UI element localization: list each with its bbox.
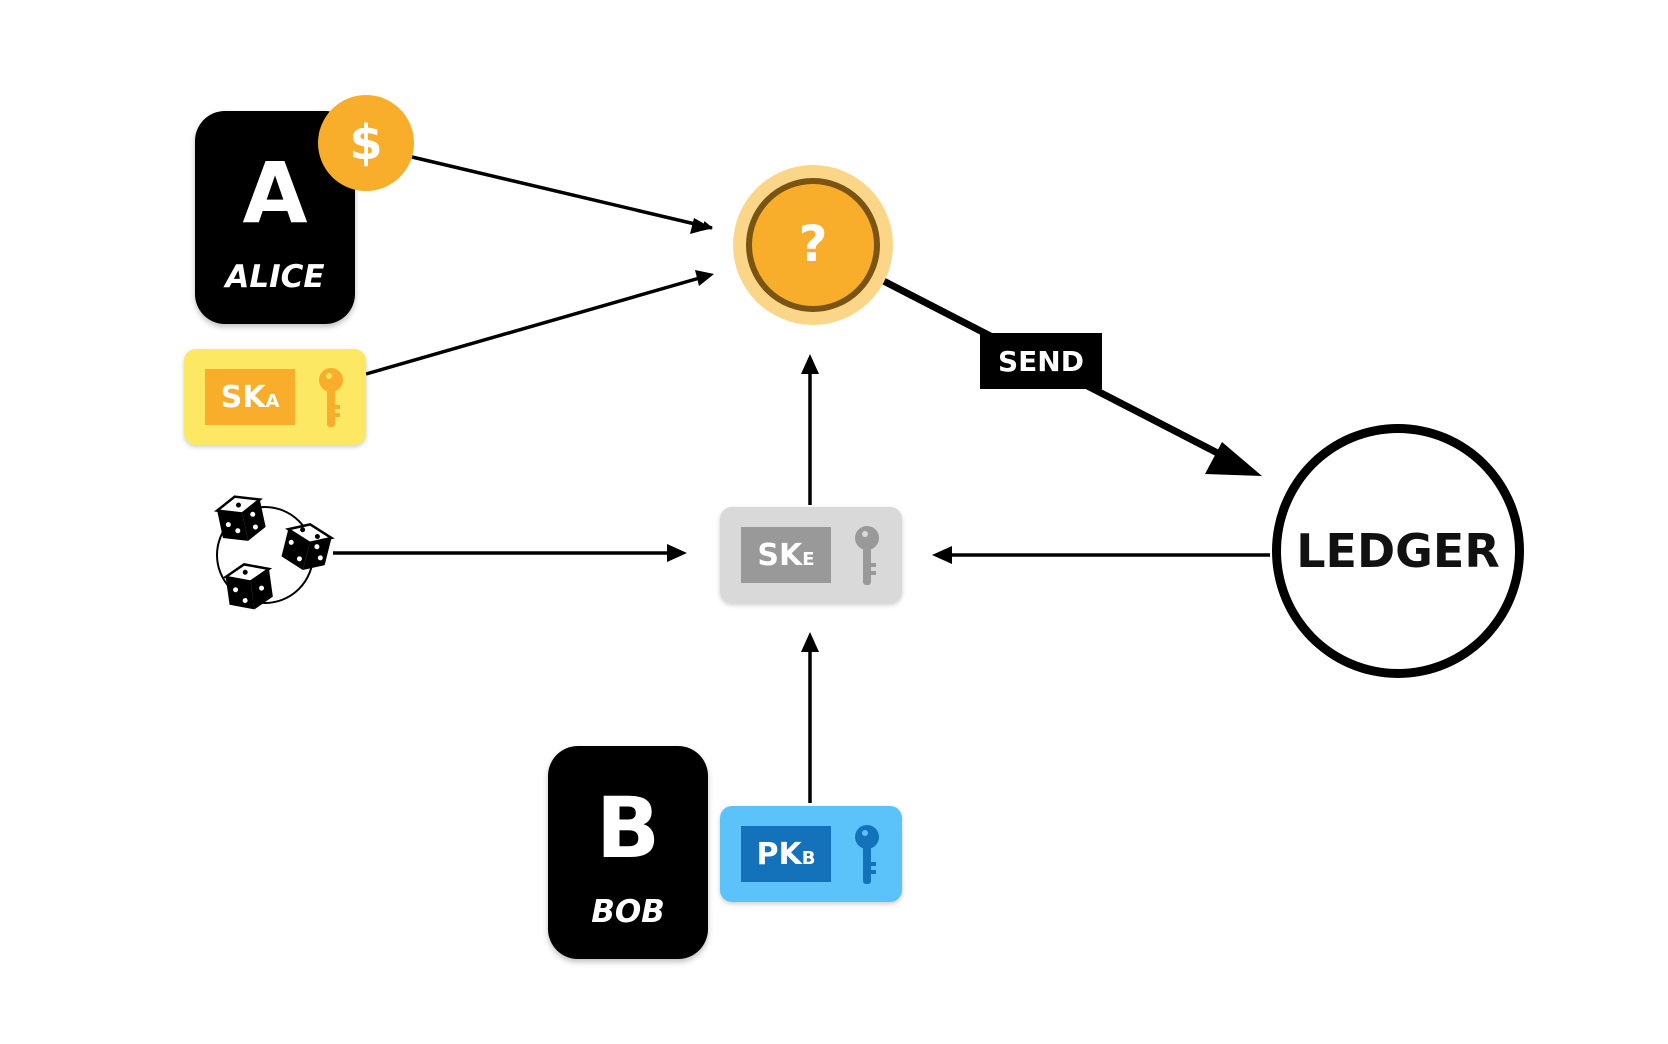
key-icon [319, 368, 343, 427]
bob-card: B BOB [548, 746, 708, 959]
question-coin-icon: ? [746, 178, 880, 312]
arrowhead-ska [695, 270, 714, 286]
alice-secret-key-card: SKA [184, 349, 366, 445]
dice-icon [214, 495, 335, 610]
arrowhead-dollar [690, 218, 712, 234]
arrowhead-ske-up [801, 354, 819, 374]
arrowhead-pkb-up [801, 632, 819, 652]
alice-name: ALICE [225, 259, 325, 295]
arrowhead-send [1205, 442, 1262, 476]
dollar-coin-icon: $ [318, 95, 414, 191]
bob-name: BOB [591, 894, 665, 930]
ephemeral-secret-key-card: SKE [720, 507, 902, 603]
alice-letter: A [242, 144, 308, 242]
ephemeral-secret-key-label: SKE [741, 527, 831, 583]
arrow-ska-to-coin [365, 273, 711, 376]
arrow-dollar-to-coin [411, 155, 713, 231]
arrowhead-ledger-left [932, 546, 952, 564]
bob-public-key-label: PKB [741, 826, 831, 882]
key-icon [855, 825, 879, 884]
alice-secret-key-label: SKA [205, 369, 295, 425]
key-icon [855, 526, 879, 585]
bob-public-key-card: PKB [720, 806, 902, 902]
bob-letter: B [595, 779, 661, 877]
arrowhead-dice [667, 544, 687, 562]
send-label: SEND [980, 333, 1102, 389]
ledger-node: LEDGER [1272, 424, 1524, 678]
